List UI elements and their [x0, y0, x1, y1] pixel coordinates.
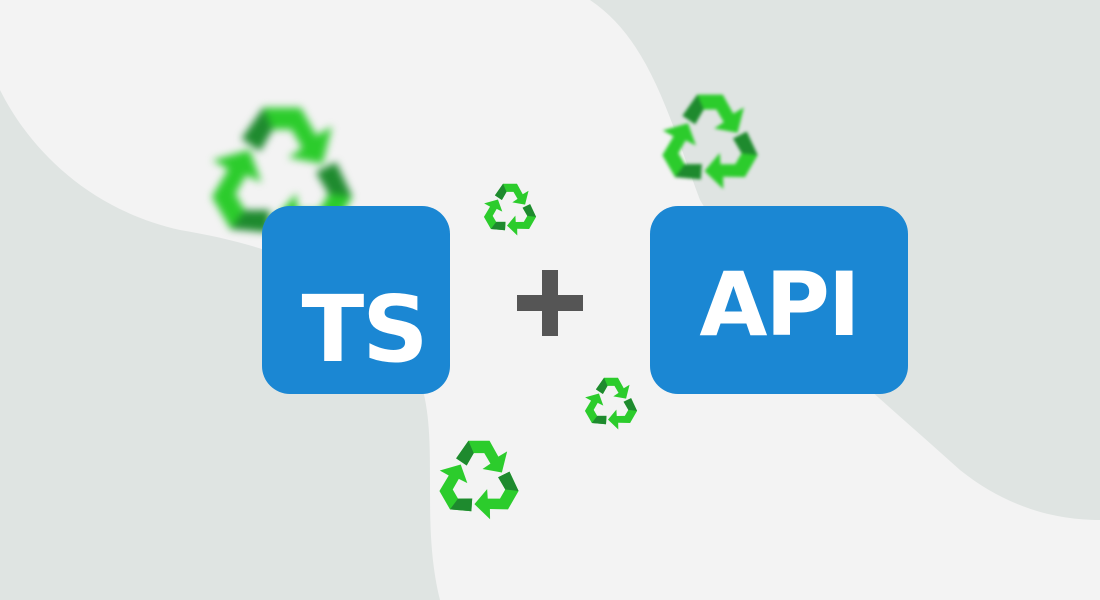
recycle-icon: [439, 440, 519, 520]
api-badge-label: API: [699, 252, 860, 356]
recycle-icon: [662, 94, 758, 190]
api-badge: API: [650, 206, 908, 394]
recycle-icon: [584, 377, 638, 430]
typescript-badge-label: TS: [301, 275, 428, 383]
typescript-badge: TS: [262, 206, 450, 394]
plus-icon: [517, 270, 583, 336]
recycle-icon: [483, 183, 537, 236]
